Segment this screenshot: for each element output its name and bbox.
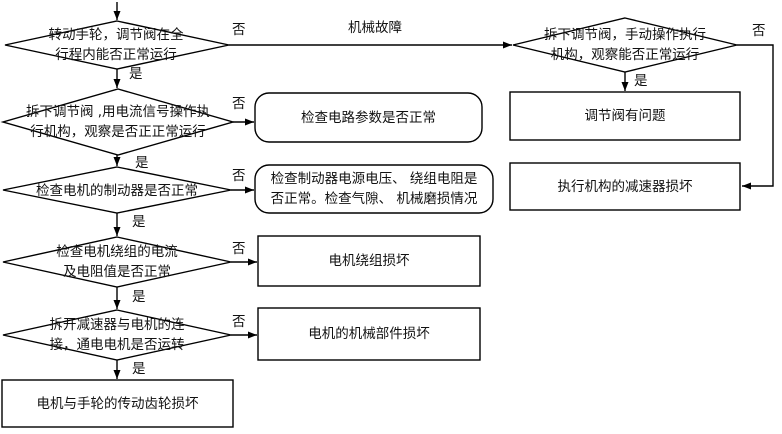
result-actuator-reducer-shape — [509, 162, 741, 211]
decision-brake-shape — [2, 166, 232, 214]
label-no-3: 否 — [232, 168, 246, 184]
label-mechanical-fault: 机械故障 — [348, 20, 402, 36]
label-no-1: 否 — [232, 22, 246, 38]
decision-reducer-motor-shape — [2, 309, 232, 361]
label-yes-1: 是 — [129, 66, 143, 82]
label-no-6: 否 — [752, 23, 766, 39]
decision-current-signal-text: 拆下调节阀 ,用电流信号操作执 行机构，观察是否正正常运行 — [25, 104, 211, 140]
label-yes-4: 是 — [132, 289, 146, 305]
process-check-brake-power-text: 检查制动器电源电压、 绕组电阻是 否正常。检查气隙、 机械磨损情况 — [270, 171, 478, 207]
decision-winding-shape — [2, 236, 232, 288]
process-check-circuit-shape — [254, 92, 483, 143]
decision-manual-actuator-shape — [512, 17, 738, 73]
connector-d6-no-reducer — [737, 44, 774, 190]
result-motor-mechanical-text: 电机的机械部件损坏 — [308, 326, 430, 342]
result-winding-damaged-shape — [257, 235, 481, 287]
result-actuator-reducer-text: 执行机构的减速器损坏 — [557, 178, 693, 195]
label-no-2: 否 — [232, 96, 246, 112]
process-check-brake-power-shape — [254, 164, 494, 214]
decision-winding-text: 检查电机绕组的电流 及电阻值是否正常 — [56, 244, 178, 280]
label-yes-3: 是 — [132, 214, 146, 230]
label-no-4: 否 — [232, 241, 246, 257]
label-yes-6: 是 — [634, 73, 648, 89]
label-no-5: 否 — [232, 314, 246, 330]
result-gear-damaged-shape — [1, 379, 234, 428]
result-motor-mechanical-shape — [257, 307, 481, 361]
decision-manual-actuator-text: 拆下调节阀，手动操作执行 机构，观察能否正常运行 — [544, 27, 706, 63]
decision-brake-text: 检查电机的制动器是否正常 — [36, 182, 198, 199]
process-check-circuit-text: 检查电路参数是否正常 — [301, 109, 436, 126]
result-valve-problem-shape — [509, 91, 741, 141]
decision-handwheel-shape — [4, 20, 230, 70]
decision-current-signal-shape — [0, 88, 236, 156]
decision-handwheel-text: 转动手轮，调节阀在全 行程内能否正常运行 — [48, 27, 184, 63]
decision-reducer-motor-text: 拆开减速器与电机的连 接，通电电机是否运转 — [49, 317, 185, 353]
result-winding-damaged-text: 电机绕组损坏 — [328, 253, 410, 269]
result-valve-problem-text: 调节阀有问题 — [584, 108, 666, 124]
label-yes-5: 是 — [132, 361, 146, 377]
label-yes-2: 是 — [135, 155, 149, 171]
result-gear-damaged-text: 电机与手轮的传动齿轮损坏 — [36, 395, 199, 412]
